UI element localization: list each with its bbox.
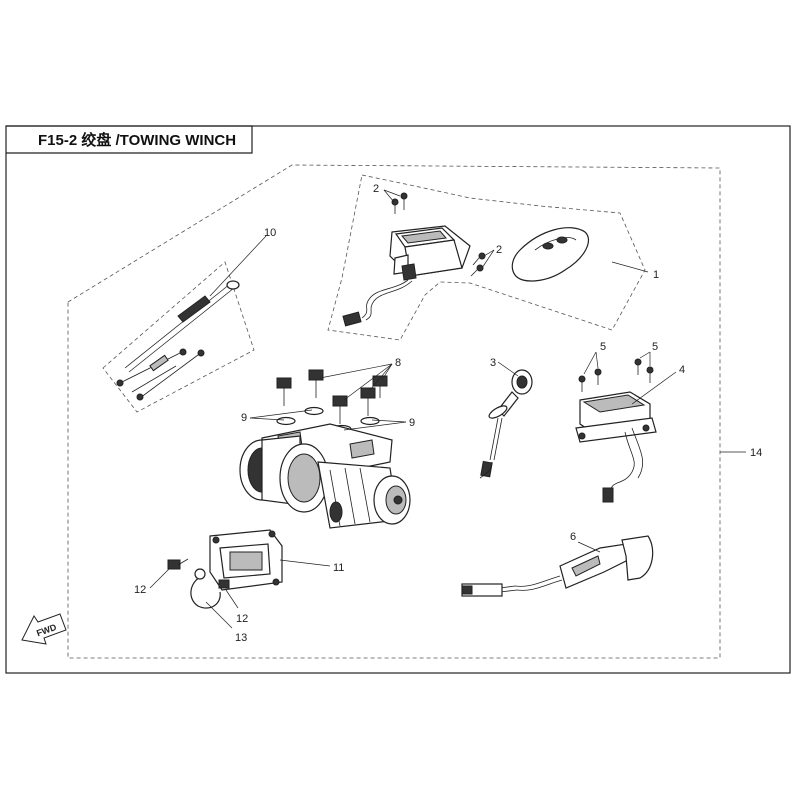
callout-numbers: 1 2 2 3 4 5 5 6 8 9 9 10 11 12 12 13 14 <box>134 183 762 644</box>
assembly-boundary-14 <box>67 164 721 659</box>
callout-12a: 12 <box>134 584 146 596</box>
callout-10: 10 <box>264 227 276 239</box>
remote-group-boundary-1 <box>327 174 646 341</box>
handlebar-switch-3 <box>479 369 533 479</box>
wireless-receiver-module <box>342 225 471 327</box>
callout-2b: 2 <box>496 244 502 256</box>
callout-2a: 2 <box>373 183 379 195</box>
diagram-title: F15-2 绞盘 /TOWING WINCH <box>38 131 236 149</box>
winch-contactor-4 <box>575 391 657 503</box>
callout-13: 13 <box>235 632 247 644</box>
callout-4: 4 <box>679 364 685 376</box>
roller-fairlead-11 <box>209 529 283 591</box>
winch-assembly <box>239 423 411 529</box>
hook-13 <box>190 568 221 609</box>
callout-8: 8 <box>395 357 401 369</box>
callout-9a: 9 <box>241 412 247 424</box>
callout-12b: 12 <box>236 613 248 625</box>
callout-1: 1 <box>653 269 659 281</box>
callout-6: 6 <box>570 531 576 543</box>
wired-remote-6 <box>461 535 654 597</box>
callout-3: 3 <box>490 357 496 369</box>
callout-9b: 9 <box>409 417 415 429</box>
fwd-arrow-icon: FWD <box>21 613 67 645</box>
control-cables <box>116 280 240 401</box>
leader-lines <box>149 189 746 629</box>
contactor-screws-5 <box>578 358 654 392</box>
sheet-border <box>5 125 791 674</box>
callout-11: 11 <box>333 562 344 574</box>
title-box: F15-2 绞盘 /TOWING WINCH <box>6 125 253 154</box>
bolts-12 <box>167 558 230 589</box>
receiver-screws-2 <box>391 192 486 277</box>
mounting-bolts-8 <box>276 369 388 424</box>
callout-5a: 5 <box>600 341 606 353</box>
callout-14: 14 <box>750 447 762 459</box>
cable-group-boundary-10 <box>102 261 255 413</box>
callout-5b: 5 <box>652 341 658 353</box>
remote-fob <box>511 227 590 282</box>
